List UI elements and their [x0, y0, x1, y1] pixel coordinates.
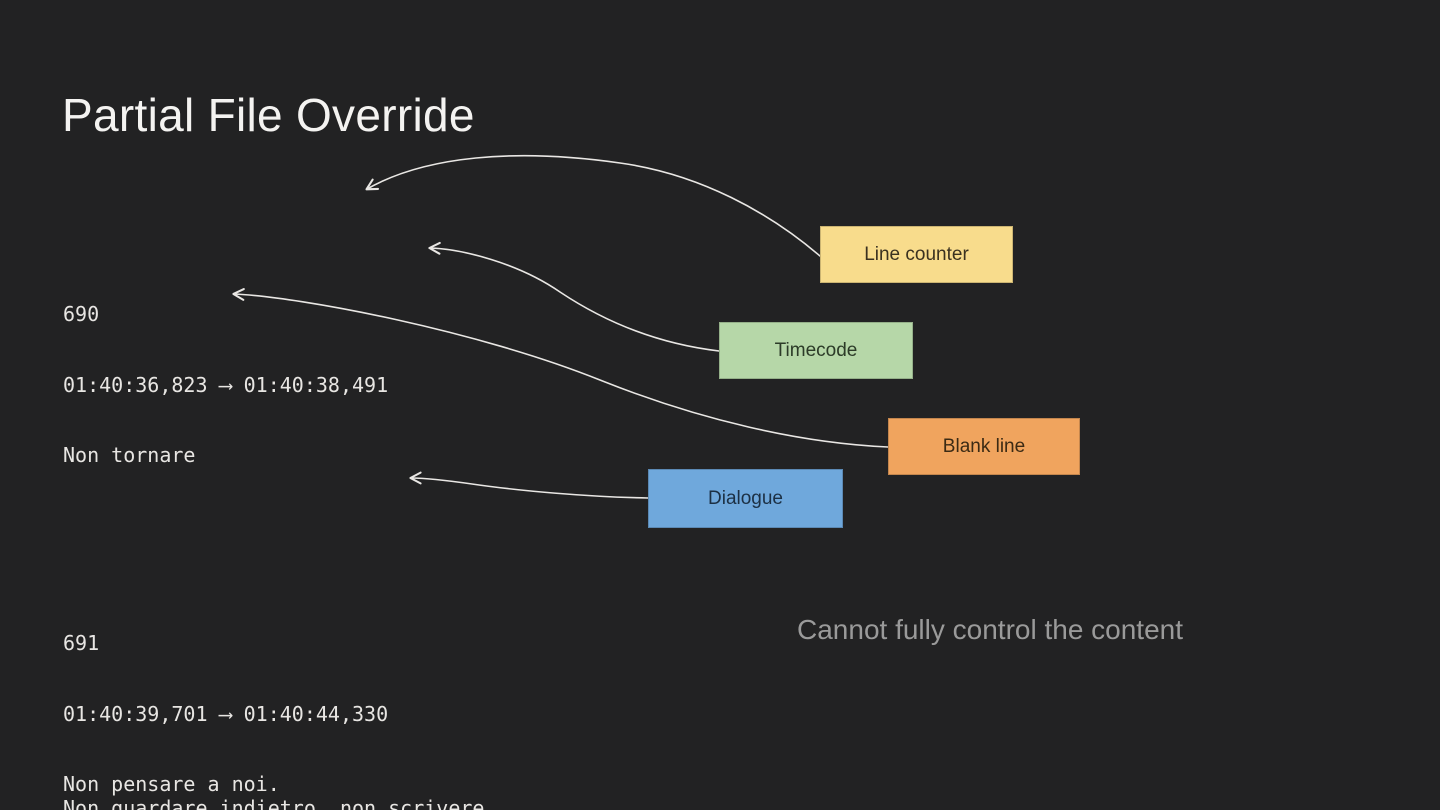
dialogue-lines: Non tornare	[63, 443, 196, 467]
timecode-line: 01:40:36,823 ⟶ 01:40:38,491	[63, 372, 389, 397]
dialogue-lines: Non pensare a noi. Non guardare indietro…	[63, 772, 485, 810]
timecode-line: 01:40:39,701 ⟶ 01:40:44,330	[63, 701, 389, 726]
subtitle-block: 691 01:40:39,701 ⟶ 01:40:44,330 Non pens…	[63, 585, 484, 810]
subtitle-block: 690 01:40:36,823 ⟶ 01:40:38,491 Non torn…	[63, 256, 484, 515]
line-counter-value: 690	[63, 302, 100, 326]
srt-file-excerpt: 690 01:40:36,823 ⟶ 01:40:38,491 Non torn…	[63, 209, 484, 810]
label-timecode: Timecode	[719, 322, 913, 379]
label-line-counter: Line counter	[820, 226, 1013, 283]
slide-title: Partial File Override	[62, 89, 475, 141]
label-dialogue: Dialogue	[648, 469, 843, 528]
label-line-counter-text: Line counter	[864, 243, 969, 265]
label-timecode-text: Timecode	[774, 339, 858, 361]
slide-caption: Cannot fully control the content	[797, 614, 1184, 645]
label-blank-line-text: Blank line	[942, 435, 1026, 457]
label-blank-line: Blank line	[888, 418, 1080, 475]
line-counter-value: 691	[63, 631, 100, 655]
label-dialogue-text: Dialogue	[708, 487, 783, 509]
